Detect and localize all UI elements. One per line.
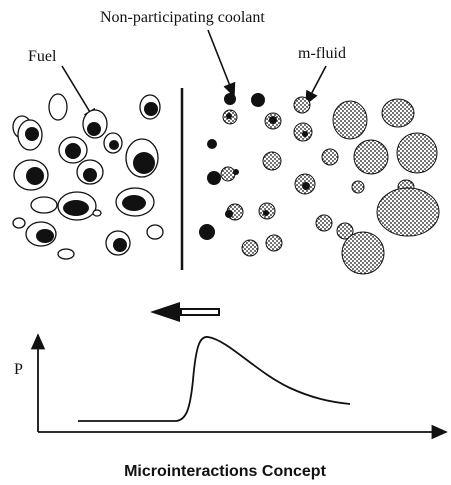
mfluid-label: m-fluid bbox=[298, 45, 346, 62]
pressure-plot: P bbox=[14, 333, 448, 440]
mfluid-pointer-arrow bbox=[305, 65, 327, 106]
p-axis-label: P bbox=[14, 361, 23, 378]
mfluid-region bbox=[199, 93, 440, 275]
coolant-pointer-arrow bbox=[207, 29, 236, 98]
direction-arrow bbox=[150, 302, 220, 322]
fuel-label: Fuel bbox=[28, 48, 57, 65]
fuel-coolant-region bbox=[12, 93, 164, 260]
caption: Microinteractions Concept bbox=[124, 463, 326, 480]
coolant-label: Non-participating coolant bbox=[100, 9, 265, 26]
fuel-droplets bbox=[25, 102, 158, 252]
pressure-curve bbox=[78, 336, 351, 422]
